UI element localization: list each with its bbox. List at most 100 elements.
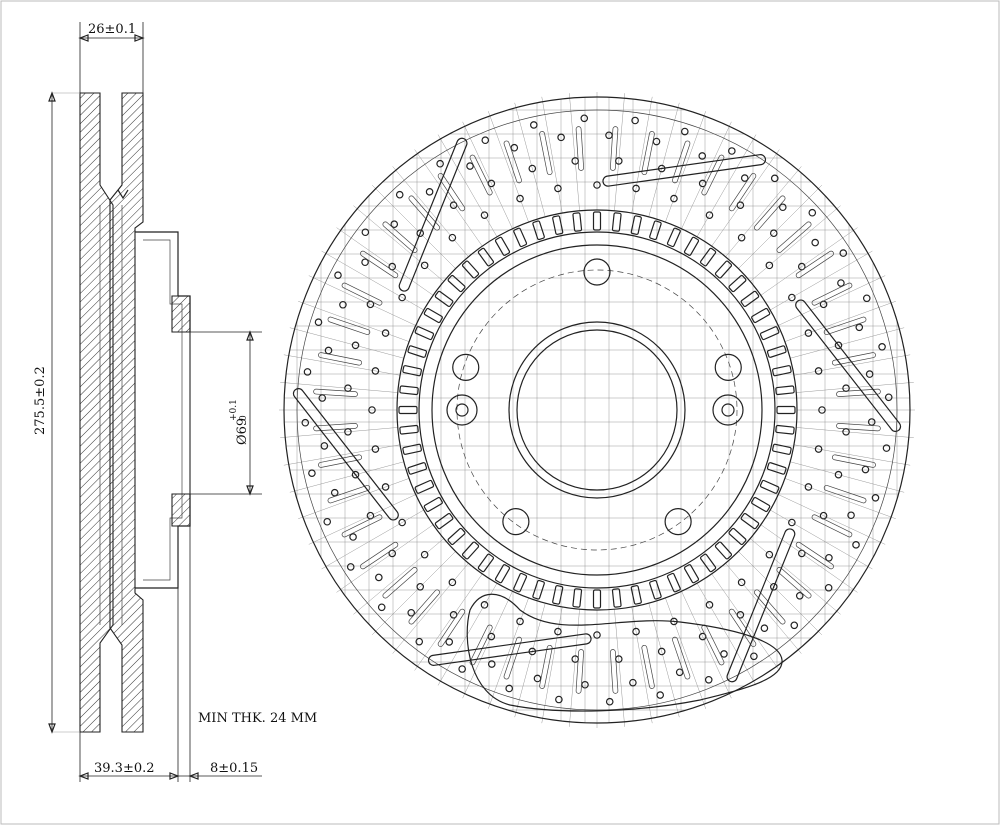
drill-hole: [528, 164, 537, 173]
drill-hole: [834, 470, 843, 479]
drill-hole: [516, 617, 524, 626]
radial-slot-shape: [469, 154, 493, 196]
lug-hole: [664, 508, 692, 536]
drill-hole: [505, 684, 513, 693]
drill-hole: [878, 342, 886, 351]
radial-slot-shape: [408, 589, 440, 625]
vent-slot: [728, 274, 747, 293]
vent-slot-shape: [423, 307, 443, 324]
drill-hole: [804, 483, 813, 491]
vent-slot-shape: [402, 443, 422, 455]
radial-line: [696, 134, 757, 237]
drill-hole: [323, 517, 332, 526]
drill-hole: [308, 469, 316, 478]
drill-hole: [795, 591, 804, 600]
vent-slot-shape: [407, 462, 428, 475]
vent-slot-shape: [592, 211, 602, 231]
drill-hole: [375, 573, 383, 582]
drill-hole: [516, 194, 524, 203]
radial-line: [793, 354, 911, 376]
radial-line: [725, 563, 802, 654]
radial-slot: [382, 567, 418, 599]
radial-line: [308, 275, 416, 326]
radial-slot: [360, 541, 399, 570]
vent-slot: [399, 424, 419, 435]
hat-height-label: 26±0.1: [88, 22, 136, 37]
drill-hole: [839, 249, 848, 257]
radial-slot-shape: [327, 485, 371, 504]
radial-slot: [795, 250, 834, 279]
vent-slot-shape: [447, 527, 466, 546]
vent-slot: [759, 326, 780, 341]
drill-hole: [481, 136, 490, 145]
radial-slot-shape: [776, 221, 812, 253]
drill-hole: [808, 208, 817, 217]
drill-hole: [769, 229, 778, 238]
radial-line: [308, 494, 416, 545]
vent-slot: [714, 541, 733, 560]
outer-friction-plate: [79, 92, 114, 733]
radial-slot: [831, 352, 876, 366]
radial-slot: [318, 352, 363, 366]
drill-hole: [804, 329, 813, 337]
drill-hole: [704, 675, 713, 684]
drill-hole: [670, 194, 678, 203]
radial-slot-shape: [539, 131, 553, 176]
radial-slots: [313, 126, 881, 694]
vent-slot: [649, 579, 662, 600]
vent-slot: [611, 212, 622, 232]
radial-slot: [539, 131, 553, 176]
center-bore-tol-upper: +0.1: [229, 399, 239, 421]
drill-hole: [314, 318, 323, 326]
drill-hole: [377, 603, 386, 612]
radial-line: [353, 205, 444, 282]
radial-line: [514, 603, 546, 718]
vent-slot-shape: [666, 572, 681, 593]
drill-hole: [361, 228, 370, 237]
dim-outer-diameter: 275.5±0.2: [33, 91, 56, 734]
drill-hole: [788, 293, 796, 302]
radial-slot-shape: [318, 352, 363, 366]
drill-hole: [448, 233, 457, 242]
drill-hole: [554, 184, 562, 193]
drill-hole: [593, 631, 601, 639]
drill-hole: [334, 271, 342, 279]
radial-line: [711, 573, 780, 671]
drill-hole: [448, 578, 457, 587]
locating-hole-inner: [455, 403, 469, 417]
vent-slot-shape: [461, 541, 480, 560]
radial-slot-shape: [811, 514, 853, 538]
radial-slot-shape: [831, 352, 876, 366]
drill-hole: [631, 116, 639, 125]
drill-hole: [436, 159, 444, 168]
radial-line: [631, 96, 653, 214]
drill-hole: [416, 582, 425, 591]
radial-line: [750, 538, 841, 615]
radial-line: [541, 606, 563, 724]
vent-slot: [728, 527, 747, 546]
vent-slot-shape: [740, 290, 760, 308]
radial-slot: [437, 608, 466, 647]
drill-hole: [593, 181, 601, 189]
vent-slot: [513, 227, 528, 248]
drill-hole: [737, 578, 746, 587]
long-slot: [726, 528, 796, 683]
vent-slot-shape: [532, 220, 545, 241]
vent-slot-shape: [407, 345, 428, 358]
drill-hole: [765, 550, 774, 559]
radial-slot-shape: [823, 316, 867, 335]
radial-slot: [327, 485, 371, 504]
radial-slot-shape: [672, 636, 691, 680]
drill-hole: [487, 660, 496, 668]
drill-hole: [837, 279, 845, 287]
drill-hole: [416, 229, 425, 238]
radial-slot: [776, 567, 812, 599]
drill-hole: [862, 294, 871, 303]
drill-hole: [303, 368, 312, 376]
radial-line: [392, 563, 469, 654]
radial-slot: [701, 154, 725, 196]
vent-slot: [740, 290, 760, 308]
vent-slot: [592, 211, 602, 231]
vent-slot-shape: [630, 215, 642, 235]
radial-slot-shape: [539, 644, 553, 689]
